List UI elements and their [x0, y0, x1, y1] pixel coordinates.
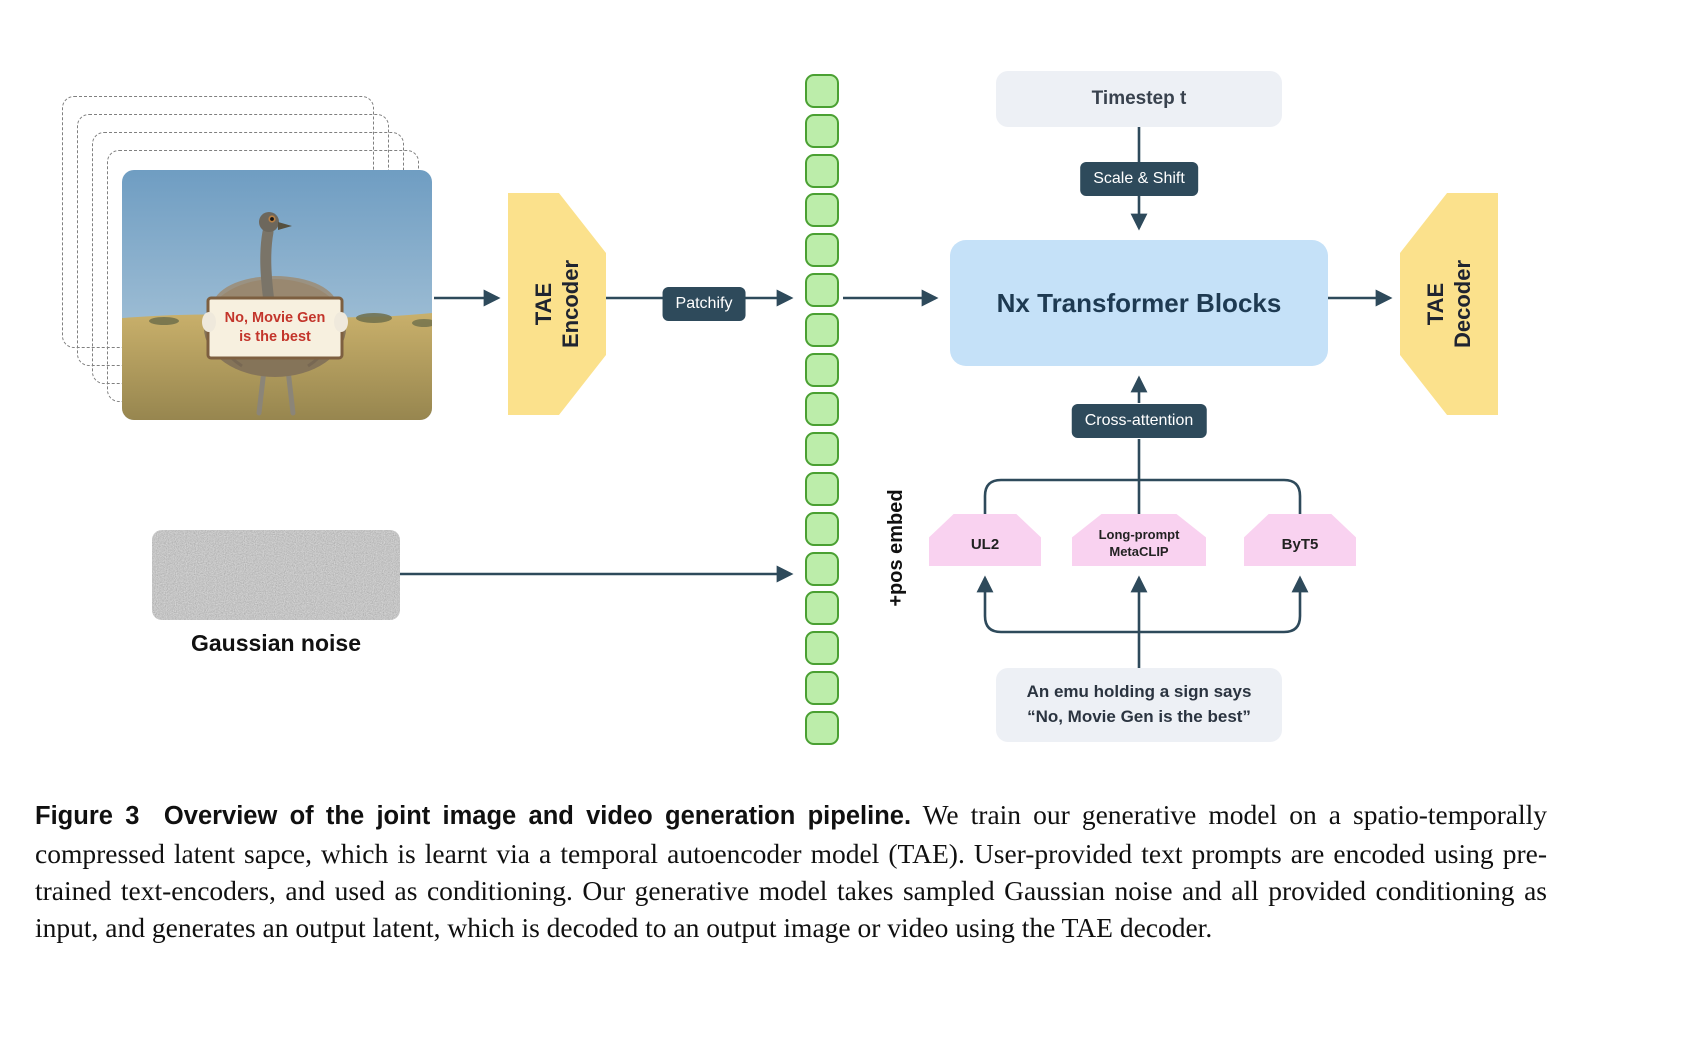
text-encoder-metaclip: Long-prompt MetaCLIP [1072, 514, 1206, 566]
latent-token [805, 511, 839, 546]
prompt-line1: An emu holding a sign says [1026, 682, 1252, 702]
prompt-line2: “No, Movie Gen is the best” [1027, 707, 1251, 726]
text-encoder-ul2: UL2 [929, 514, 1041, 566]
transformer-blocks: Nx Transformer Blocks [950, 240, 1328, 366]
latent-token [805, 710, 839, 745]
input-video-frame: No, Movie Gen is the best [122, 170, 432, 420]
metaclip-label-line1: Long-prompt [1098, 527, 1180, 543]
caption-label: Figure 3 [35, 802, 140, 830]
latent-token [805, 272, 839, 307]
caption-body: We train our generative model on a spati… [35, 799, 1547, 943]
latent-token [805, 312, 839, 347]
emu-illustration: No, Movie Gen is the best [122, 170, 432, 420]
metaclip-label-line2: MetaCLIP [1109, 544, 1169, 559]
token-column [805, 74, 839, 745]
byt5-label: ByT5 [1281, 535, 1319, 553]
latent-token [805, 432, 839, 467]
tae-decoder-label: TAE Decoder [1422, 259, 1476, 349]
latent-token [805, 233, 839, 268]
latent-token [805, 352, 839, 387]
latent-token [805, 471, 839, 506]
latent-token [805, 153, 839, 188]
gaussian-noise-label: Gaussian noise [190, 630, 361, 656]
latent-token [805, 392, 839, 427]
cross-attention-label: Cross-attention [1071, 404, 1207, 438]
latent-token [805, 551, 839, 586]
latent-token [805, 193, 839, 228]
latent-token [805, 591, 839, 626]
transformer-label: Nx Transformer Blocks [996, 287, 1282, 318]
latent-token [805, 113, 839, 148]
figure-caption: Figure 3 Overview of the joint image and… [35, 796, 1547, 946]
pos-embed-label: +pos embed [885, 489, 907, 607]
sign-text-line2: is the best [239, 329, 311, 345]
timestep-box: Timestep t [996, 71, 1282, 127]
timestep-label: Timestep t [1091, 88, 1187, 109]
caption-title: Overview of the joint image and video ge… [163, 802, 912, 830]
latent-token [805, 670, 839, 705]
sign-text-line1: No, Movie Gen [225, 310, 326, 326]
text-prompt-box: An emu holding a sign says “No, Movie Ge… [996, 668, 1282, 742]
latent-token [805, 74, 839, 108]
text-encoder-byt5: ByT5 [1244, 514, 1356, 566]
patchify-label: Patchify [662, 287, 746, 321]
ul2-label: UL2 [970, 535, 1000, 553]
scale-shift-label: Scale & Shift [1080, 162, 1198, 196]
tae-encoder-label: TAE Encoder [530, 259, 584, 349]
latent-token [805, 631, 839, 666]
gaussian-noise-image [152, 530, 400, 620]
